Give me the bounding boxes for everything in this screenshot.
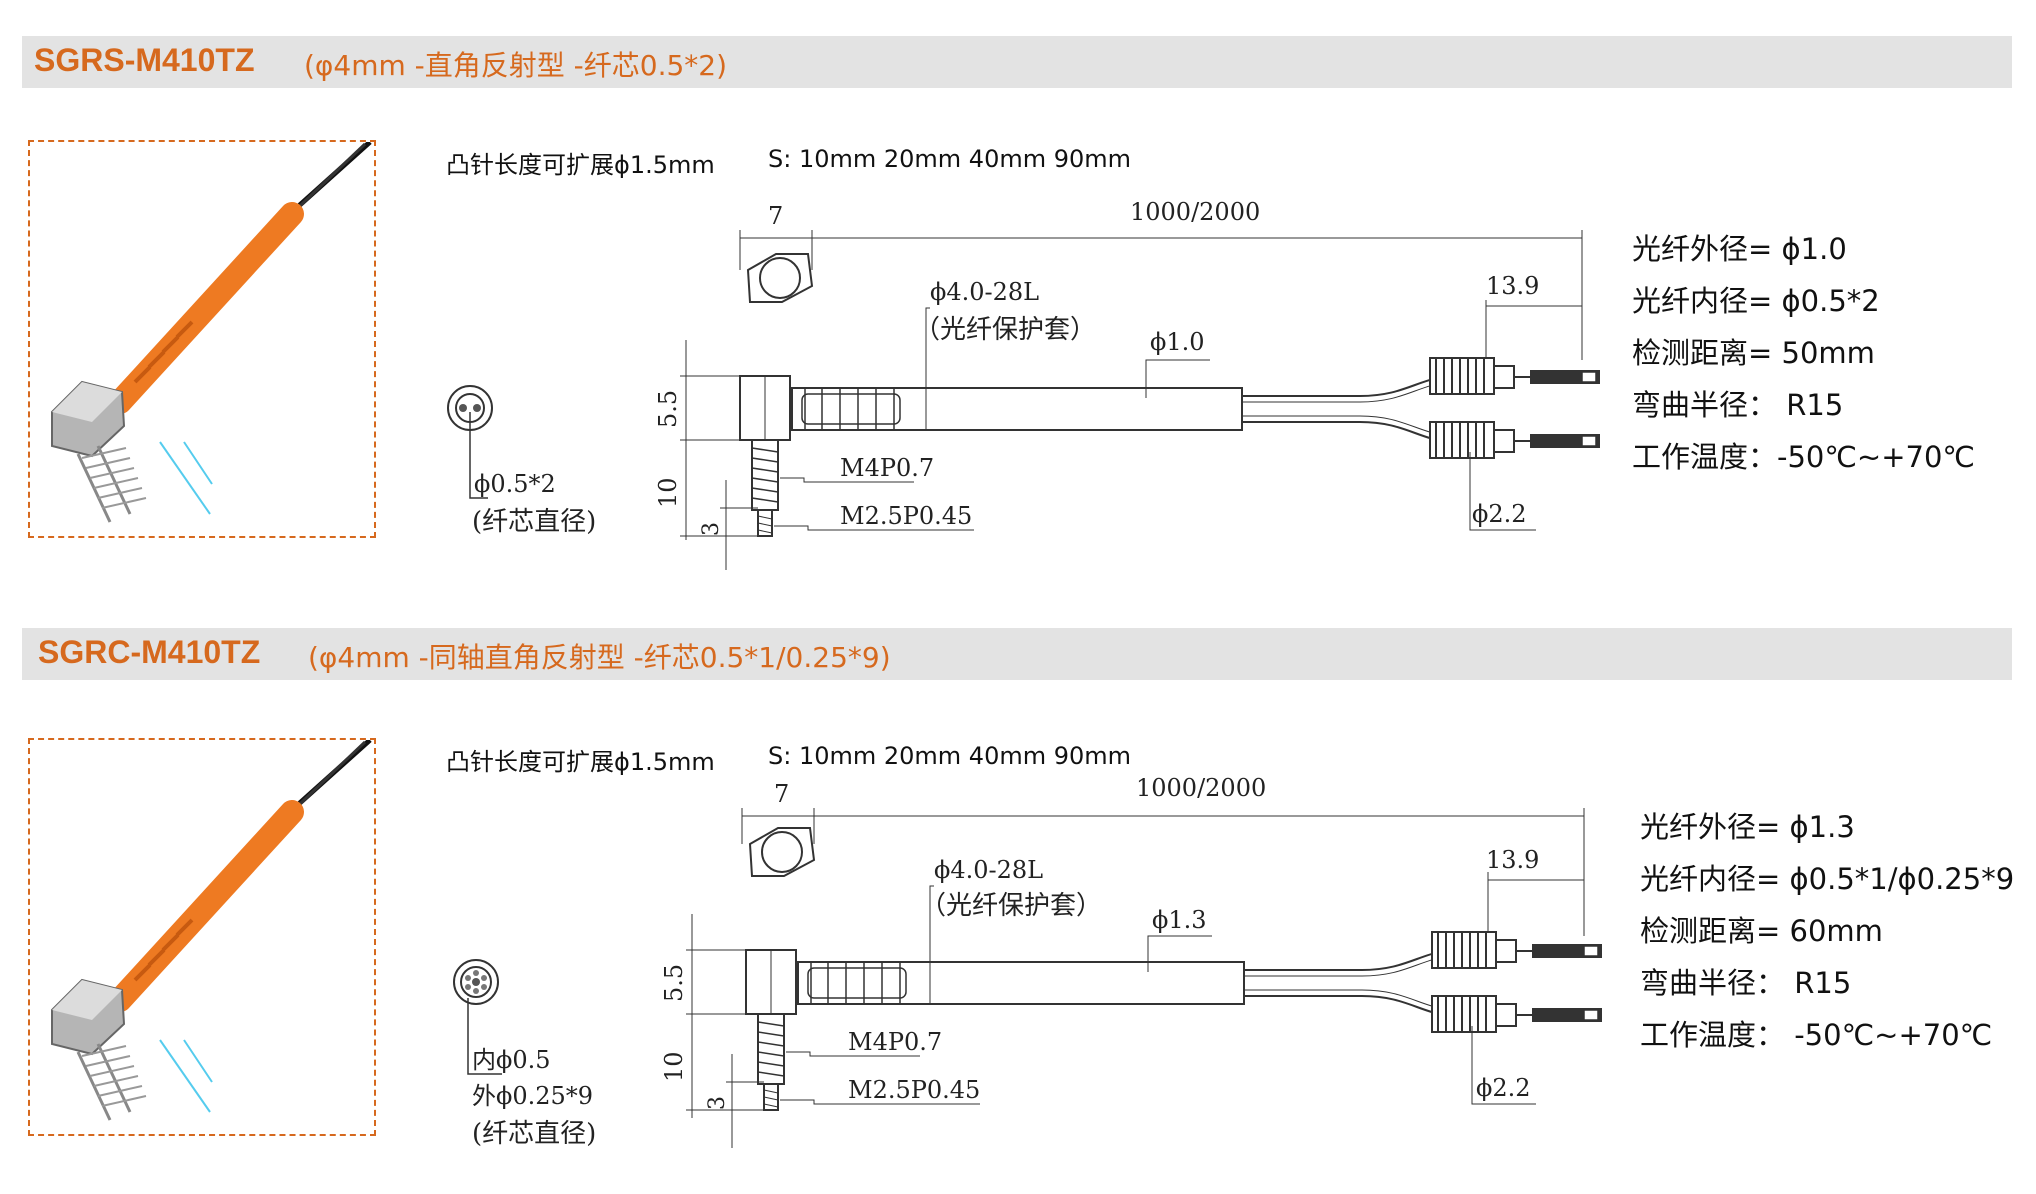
dimension-drawing: 内ϕ0.5 外ϕ0.25*9 (纤芯直径) 7 1000/2000 xyxy=(453,774,1602,1149)
fiber-connector-icon xyxy=(1431,931,1602,1033)
thread-m4: M4P0.7 xyxy=(840,454,934,482)
dim-5-5: 5.5 xyxy=(654,390,682,428)
spec-bend-radius: 弯曲半径： R15 xyxy=(1632,388,1844,422)
core-diameter: ϕ0.5*2 xyxy=(474,470,556,498)
protective-sleeve-icon xyxy=(797,961,1245,1005)
fiber-connector-icon xyxy=(1429,357,1600,459)
dim-10: 10 xyxy=(660,1051,688,1082)
dim-3: 3 xyxy=(699,522,724,536)
product-photo xyxy=(28,738,376,1136)
dim-length: 1000/2000 xyxy=(1130,198,1260,226)
dim-length: 1000/2000 xyxy=(1136,774,1266,802)
dim-13-9: 13.9 xyxy=(1486,846,1539,874)
spec-detect-distance: 检测距离= 50mm xyxy=(1632,336,1875,370)
dim-13-9: 13.9 xyxy=(1486,272,1539,300)
distance-options: S: 10mm 20mm 40mm 90mm xyxy=(768,742,1132,770)
model-description: (φ4mm -直角反射型 -纤芯0.5*2) xyxy=(304,49,728,82)
thread-m2-5: M2.5P0.45 xyxy=(848,1076,980,1104)
model-name: SGRS-M410TZ xyxy=(34,42,255,78)
sleeve-label: （光纤保护套） xyxy=(920,891,1102,921)
fiber-diameter: ϕ1.0 xyxy=(1150,328,1205,356)
fiber-diameter: ϕ1.3 xyxy=(1152,906,1207,934)
spec-temperature: 工作温度： -50℃~+70℃ xyxy=(1640,1018,1993,1052)
spec-detect-distance: 检测距离= 60mm xyxy=(1640,914,1883,948)
dim-3: 3 xyxy=(705,1096,730,1110)
section-header: SGRC-M410TZ (φ4mm -同轴直角反射型 -纤芯0.5*1/0.25… xyxy=(22,628,2012,680)
dim-7: 7 xyxy=(768,202,783,230)
connector-diameter: ϕ2.2 xyxy=(1476,1074,1531,1102)
spec-outer-diameter: 光纤外径= ϕ1.3 xyxy=(1640,810,1855,844)
dim-5-5: 5.5 xyxy=(660,964,688,1002)
sleeve-label: （光纤保护套） xyxy=(914,315,1096,345)
core-cross-section-icon xyxy=(447,385,493,499)
pin-note: 凸针长度可扩展ϕ1.5mm xyxy=(446,151,715,179)
thread-m2-5: M2.5P0.45 xyxy=(840,502,972,530)
spec-outer-diameter: 光纤外径= ϕ1.0 xyxy=(1632,232,1847,266)
core-diameter-label: (纤芯直径) xyxy=(472,1119,596,1149)
distance-options: S: 10mm 20mm 40mm 90mm xyxy=(768,145,1132,173)
sensor-photo-icon xyxy=(51,740,372,1121)
spec-bend-radius: 弯曲半径： R15 xyxy=(1640,966,1852,1000)
spec-inner-diameter: 光纤内径= ϕ0.5*2 xyxy=(1632,284,1880,318)
dim-7: 7 xyxy=(774,780,789,808)
core-cross-section-icon xyxy=(453,959,502,1075)
spec-temperature: 工作温度：-50℃~+70℃ xyxy=(1632,440,1976,474)
pin-note: 凸针长度可扩展ϕ1.5mm xyxy=(446,748,715,776)
dim-10: 10 xyxy=(654,477,682,508)
spec-inner-diameter: 光纤内径= ϕ0.5*1/ϕ0.25*9 xyxy=(1640,862,2015,896)
sleeve-thread: ϕ4.0-28L xyxy=(934,856,1043,884)
core-inner: 内ϕ0.5 xyxy=(472,1046,551,1074)
protective-sleeve-icon xyxy=(791,387,1243,431)
thread-m4: M4P0.7 xyxy=(848,1028,942,1056)
model-description: (φ4mm -同轴直角反射型 -纤芯0.5*1/0.25*9) xyxy=(308,641,891,674)
dimension-drawing: ϕ0.5*2 (纤芯直径) 7 1000/2000 xyxy=(447,198,1600,570)
section-header: SGRS-M410TZ (φ4mm -直角反射型 -纤芯0.5*2) xyxy=(22,36,2012,88)
sensor-photo-icon xyxy=(51,142,372,523)
sleeve-thread: ϕ4.0-28L xyxy=(930,278,1039,306)
core-diameter-label: (纤芯直径) xyxy=(472,507,596,537)
product-photo xyxy=(28,140,376,538)
model-name: SGRC-M410TZ xyxy=(38,634,261,670)
product-section-2: SGRC-M410TZ (φ4mm -同轴直角反射型 -纤芯0.5*1/0.25… xyxy=(0,596,2036,1156)
core-outer: 外ϕ0.25*9 xyxy=(472,1082,593,1110)
product-section-1: SGRS-M410TZ (φ4mm -直角反射型 -纤芯0.5*2) 凸针长度可… xyxy=(0,0,2036,570)
connector-diameter: ϕ2.2 xyxy=(1472,500,1527,528)
